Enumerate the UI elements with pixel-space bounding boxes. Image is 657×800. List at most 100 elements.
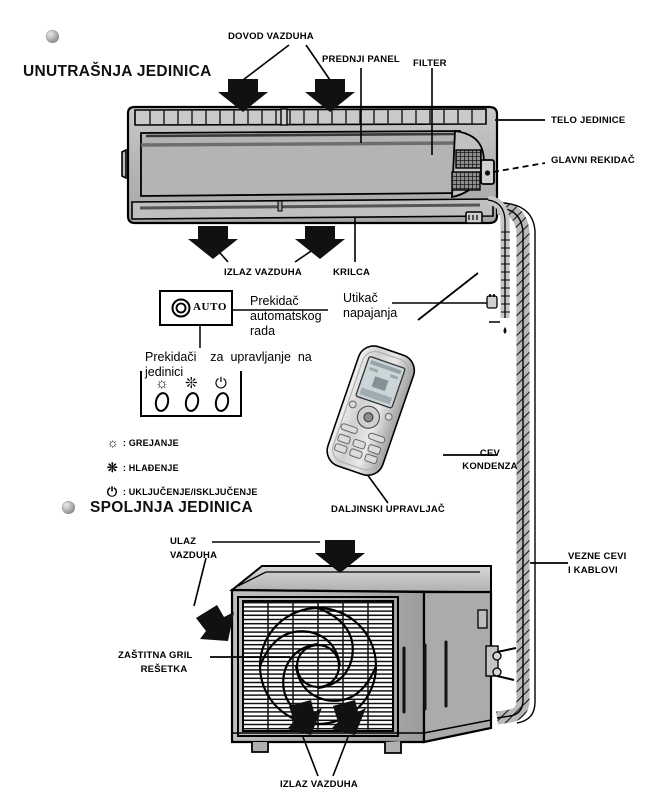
- remote-lcd-content: [359, 360, 402, 405]
- indoor-outlet-arrows: [188, 226, 345, 259]
- legend-row-heating: ☼: GREJANJE: [96, 425, 179, 460]
- outdoor-valve-upper: [492, 651, 502, 661]
- label-main-switch: GLAVNI REKIDAČ: [551, 155, 635, 166]
- outdoor-foot-left: [251, 742, 269, 753]
- label-air-supply: DOVOD VAZDUHA: [228, 31, 314, 42]
- switch-icon-power[interactable]: ⏻: [215, 375, 227, 392]
- indoor-unit-illustration: [121, 105, 499, 225]
- legend-text-cooling: : HLAĐENJE: [122, 463, 179, 473]
- switch-slot-cooling: [184, 392, 200, 412]
- legend-text-power: : UKLJUČENJE/ISKLJUČENJE: [122, 487, 258, 497]
- label-auto-switch-line2: automatskog: [250, 309, 322, 323]
- remote-side-button-right: [384, 412, 393, 421]
- remote-inner-bezel: [332, 350, 410, 471]
- remote-keypad: [334, 433, 382, 465]
- leader-outlet-left: [302, 736, 319, 777]
- leader-remote-beam: [417, 272, 479, 321]
- outdoor-section-heading: SPOLJNJA JEDINICA: [90, 499, 254, 516]
- switch-slot-heating: [154, 392, 170, 412]
- switch-panel-slots: [154, 392, 230, 412]
- arrow-outdoor-outlet-right: [331, 700, 366, 735]
- arrow-outdoor-outlet-left: [287, 700, 322, 735]
- outdoor-top-edge-line: [237, 571, 480, 587]
- switch-bracket-outline: [140, 371, 242, 417]
- arrow-air-outlet-left: [188, 226, 238, 259]
- auto-switch-dial-mark: [175, 302, 187, 314]
- switch-slot-power: [214, 392, 230, 412]
- condensate-drip-icon: [503, 327, 507, 334]
- label-auto-switch-line3: rada: [250, 324, 276, 338]
- switch-panel-bracket: [140, 371, 242, 417]
- outdoor-top-panel: [229, 565, 492, 593]
- label-front-panel: PREDNJI PANEL: [322, 54, 400, 65]
- indoor-top-grille: [134, 108, 487, 126]
- condensate-pipe-ribs: [501, 231, 510, 313]
- power-plug-icon: [486, 294, 498, 309]
- label-air-inlet-line1: ULAZ: [170, 536, 197, 547]
- label-air-inlet-line2: VAZDUHA: [170, 550, 218, 561]
- outdoor-leader-lines: [193, 541, 349, 777]
- indoor-section-bullet-icon: [46, 30, 59, 43]
- arrow-air-supply-right: [305, 79, 355, 112]
- indoor-intake-arrows: [218, 79, 355, 112]
- outdoor-valve-assembly: [477, 609, 517, 681]
- connecting-pipes-outline: [496, 207, 524, 719]
- connecting-pipes-outline-2: [502, 202, 536, 724]
- label-protective-grill-line1: ZAŠTITNA GRIL: [118, 650, 193, 661]
- label-power-plug-line2: napajanja: [343, 306, 398, 320]
- auto-switch-label[interactable]: AUTO: [193, 301, 227, 313]
- leader-air-inlet-diag: [193, 557, 207, 607]
- sun-heating-icon: ☼: [106, 435, 119, 450]
- switch-icon-cooling[interactable]: ❊: [185, 375, 198, 392]
- outdoor-fan-blades: [258, 606, 378, 726]
- label-unit-switches-line1: Prekidači za upravljanje na: [145, 350, 312, 364]
- remote-button-fan: [367, 432, 386, 444]
- outdoor-arrows: [196, 540, 366, 735]
- label-air-outlet-indoor: IZLAZ VAZDUHA: [224, 267, 302, 278]
- indoor-outlet-strip: [131, 198, 494, 220]
- main-switch-indicator: [484, 170, 491, 176]
- label-power-plug-line1: Utikač: [343, 291, 378, 305]
- switch-icon-heating[interactable]: ☼: [155, 375, 169, 392]
- outdoor-side-vents: [402, 640, 448, 714]
- outdoor-service-panel: [477, 609, 488, 629]
- indoor-left-tab: [121, 148, 127, 180]
- label-air-outlet-outdoor: IZLAZ VAZDUHA: [280, 779, 358, 790]
- indoor-panel-highlight: [145, 132, 457, 138]
- louver-divider: [277, 200, 283, 212]
- label-condensate-pipe-line1: CEV: [479, 448, 501, 459]
- outdoor-base-rail-side: [423, 719, 492, 734]
- label-protective-grill-line2: REŠETKA: [140, 664, 188, 675]
- condensate-pipe-outline: [487, 199, 506, 318]
- leader-air-supply-left: [242, 44, 290, 81]
- outdoor-pipe-upper: [496, 647, 517, 653]
- outdoor-section-bullet-icon: [62, 501, 75, 514]
- indoor-top-grille-slats: [149, 110, 473, 125]
- outdoor-foot-right: [384, 741, 402, 754]
- label-auto-switch-line1: Prekidač: [250, 294, 299, 308]
- arrow-air-outlet-right: [295, 226, 345, 259]
- legend-text-heating: : GREJANJE: [122, 438, 179, 448]
- indoor-louver-blade: [139, 203, 481, 210]
- filter-mesh-lower: [451, 171, 481, 191]
- filter-mesh-upper: [455, 149, 482, 169]
- remote-button-mode: [340, 423, 358, 434]
- label-unit-switches-line2: jedinici: [145, 365, 184, 379]
- indoor-panel-shade: [140, 141, 461, 147]
- indoor-front-panel: [140, 130, 461, 197]
- leader-main-switch: [492, 162, 546, 173]
- indoor-grille-divider: [280, 108, 288, 126]
- arrow-air-supply-left: [218, 79, 268, 112]
- leader-air-supply-right: [305, 44, 331, 81]
- legend-row-power: ⏻: UKLJUČENJE/ISKLJUČENJE: [96, 474, 258, 510]
- arrow-outdoor-intake-side: [196, 605, 234, 641]
- indoor-terminal-block: [465, 211, 483, 224]
- label-filter: FILTER: [413, 58, 447, 69]
- label-unit-body: TELO JEDINICE: [551, 115, 626, 126]
- label-condensate-pipe-line2: KONDENZA: [462, 461, 518, 472]
- legend-row-cooling: ❊ : HLAĐENJE: [96, 450, 179, 486]
- remote-side-button-left: [348, 400, 357, 409]
- snowflake-cooling-icon: ❊: [106, 460, 118, 475]
